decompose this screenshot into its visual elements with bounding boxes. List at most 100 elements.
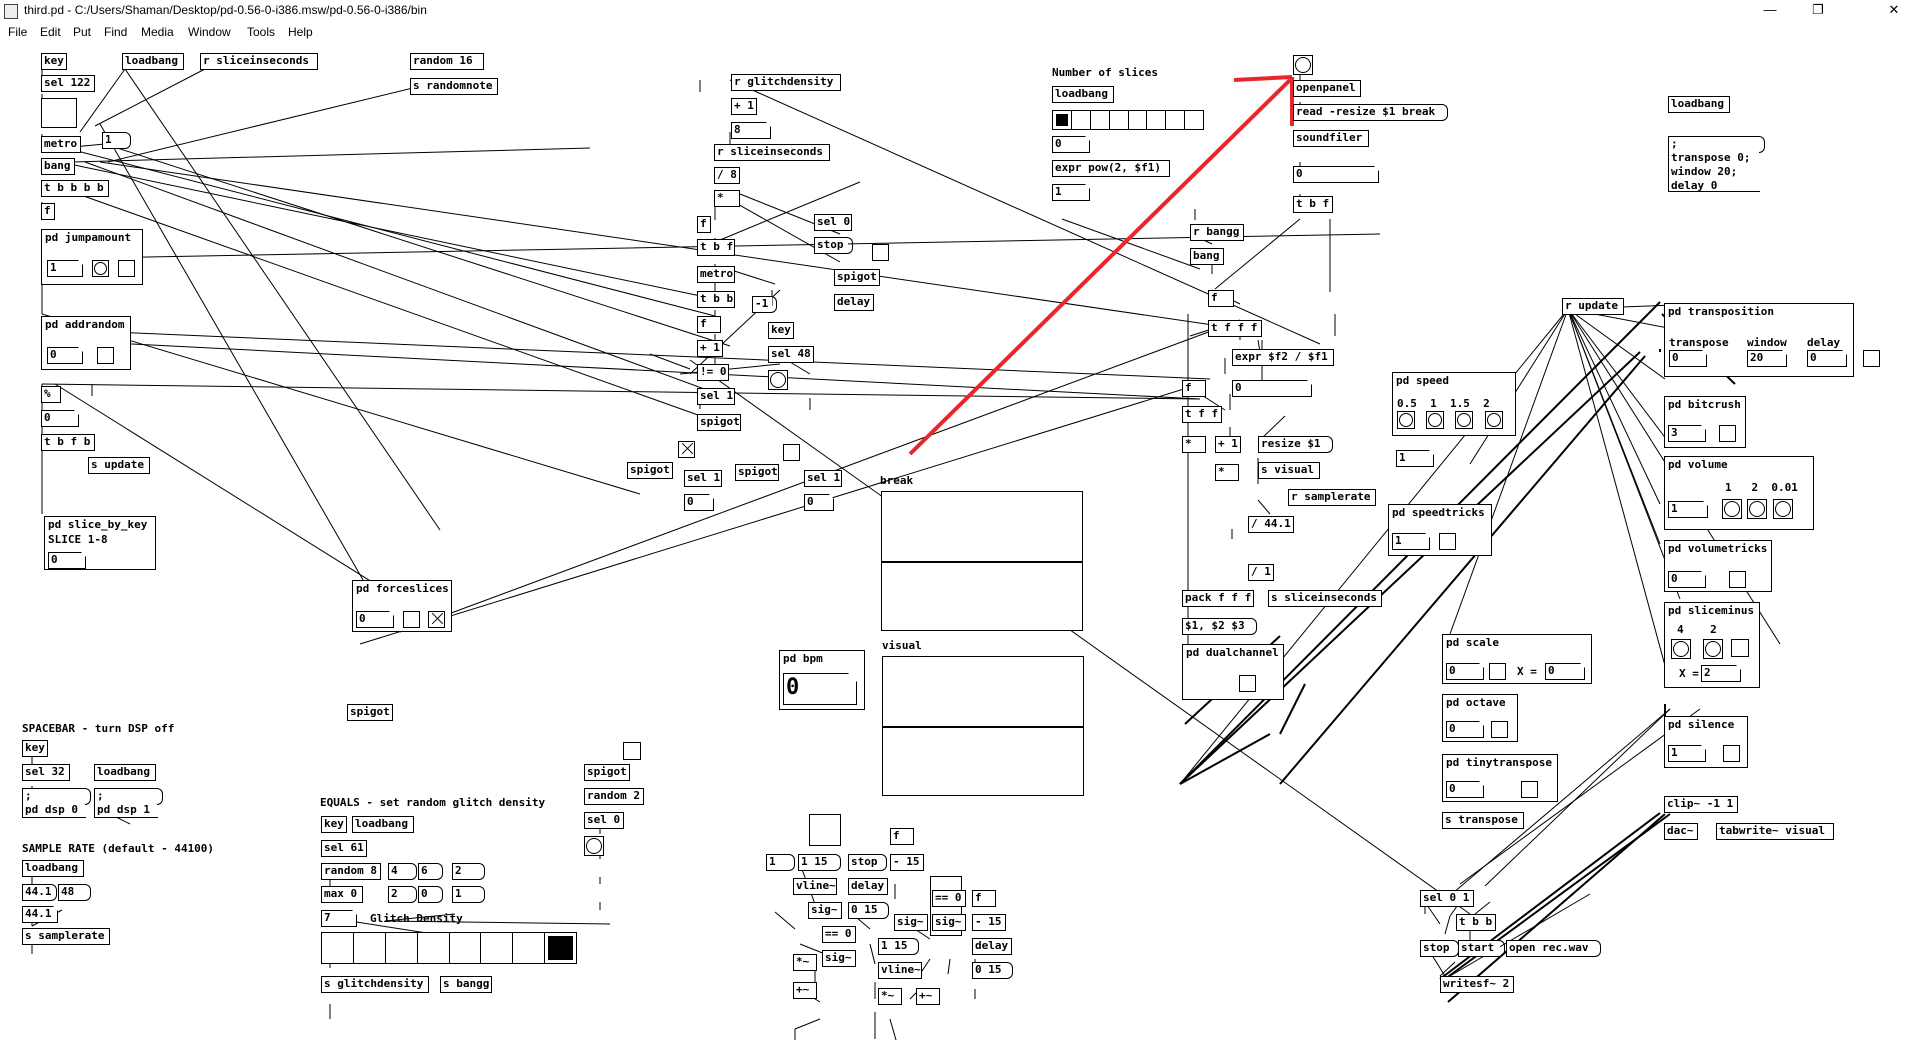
pack-message[interactable]: $1, $2 $3 — [1182, 618, 1257, 635]
msg-0-15-b[interactable]: 0 15 — [972, 962, 1013, 979]
tabwrite-visual-object[interactable]: tabwrite~ visual — [1716, 823, 1834, 840]
s-samplerate-object[interactable]: s samplerate — [22, 928, 110, 945]
eq-0-object-2[interactable]: == 0 — [932, 890, 966, 907]
t-b-f-object-2[interactable]: t b f — [1293, 196, 1333, 213]
expr-div-object[interactable]: expr $f2 / $f1 — [1232, 349, 1334, 366]
sel-1-object[interactable]: sel 1 — [697, 388, 735, 405]
loadbang-sr-object[interactable]: loadbang — [22, 860, 84, 877]
r-bangg-object[interactable]: r bangg — [1190, 224, 1244, 241]
speed-1.5-bang[interactable] — [1455, 411, 1473, 429]
msg-6[interactable]: 6 — [418, 863, 443, 880]
key-object[interactable]: key — [41, 53, 67, 70]
t-b-b-object-2[interactable]: t b b — [1456, 914, 1496, 931]
loadbang-slices-object[interactable]: loadbang — [1052, 86, 1114, 103]
clip-object[interactable]: clip~ -1 1 — [1664, 796, 1738, 813]
minus-15-object-2[interactable]: - 15 — [972, 914, 1006, 931]
plus-1-object[interactable]: + 1 — [731, 98, 757, 115]
bitcrush-toggle[interactable] — [1719, 425, 1736, 442]
pd-octave-subpatch[interactable]: pd octave 0 — [1442, 694, 1518, 742]
expr-pow-object[interactable]: expr pow(2, $f1) — [1052, 160, 1170, 177]
read-resize-message[interactable]: read -resize $1 break — [1293, 104, 1448, 121]
open-rec-message[interactable]: open rec.wav — [1506, 940, 1601, 957]
f-object-2[interactable]: f — [697, 216, 711, 233]
eq-0-object[interactable]: == 0 — [822, 926, 856, 943]
t-f-f-f-object[interactable]: t f f f — [1208, 320, 1262, 337]
s-visual-object[interactable]: s visual — [1258, 462, 1320, 479]
t-b-f-object[interactable]: t b f — [697, 239, 735, 256]
break-array[interactable] — [881, 491, 1083, 631]
pd-transposition-subpatch[interactable]: pd transposition transpose window delay … — [1664, 303, 1880, 377]
forceslices-number[interactable]: 0 — [356, 611, 394, 628]
r-sliceinseconds-object[interactable]: r sliceinseconds — [200, 53, 318, 70]
t-b-b-object[interactable]: t b b — [697, 291, 735, 308]
menu-file[interactable]: File — [8, 25, 28, 39]
sel0-toggle[interactable] — [872, 244, 889, 261]
f-object[interactable]: f — [41, 203, 55, 220]
msg-minus-1[interactable]: -1 — [752, 296, 777, 313]
menu-find[interactable]: Find — [104, 25, 128, 39]
speedtricks-toggle[interactable] — [1439, 533, 1456, 550]
sr-48-message[interactable]: 48 — [58, 884, 91, 901]
pd-sliceminus-subpatch[interactable]: pd sliceminus 4 2 X = 2 — [1664, 602, 1760, 688]
dualchannel-toggle[interactable] — [1239, 675, 1256, 692]
random2-toggle[interactable] — [623, 742, 641, 760]
f-object-6[interactable]: f — [890, 828, 914, 845]
soundfiler-number[interactable]: 0 — [1293, 166, 1379, 183]
sliceminus-number[interactable]: 2 — [1701, 665, 1741, 682]
msg-2b[interactable]: 2 — [388, 886, 417, 903]
dsp-off-message[interactable]: ; pd dsp 0 — [22, 788, 91, 818]
speed-number[interactable]: 1 — [1396, 450, 1434, 467]
menu-tools[interactable]: Tools — [247, 25, 276, 39]
tinytranspose-number[interactable]: 0 — [1446, 781, 1484, 798]
sel-48-object[interactable]: sel 48 — [768, 346, 814, 363]
msg-0-15-a[interactable]: 0 15 — [848, 902, 889, 919]
silence-toggle[interactable] — [1723, 745, 1740, 762]
patch-canvas[interactable]: key loadbang r sliceinseconds random 16 … — [0, 44, 1920, 1040]
minimize-button[interactable]: — — [1763, 2, 1777, 17]
sel-122-object[interactable]: sel 122 — [41, 75, 95, 92]
bitcrush-number[interactable]: 3 — [1668, 425, 1706, 442]
max-0-object[interactable]: max 0 — [321, 886, 363, 903]
volumetricks-number[interactable]: 0 — [1668, 571, 1706, 588]
glitch-density-radio[interactable] — [321, 932, 577, 964]
vline-object-2[interactable]: vline~ — [878, 962, 922, 979]
speed-0.5-bang[interactable] — [1397, 411, 1415, 429]
sel48-bang[interactable] — [768, 370, 788, 390]
sel-32-object[interactable]: sel 32 — [22, 764, 70, 781]
transposition-toggle[interactable] — [1863, 350, 1880, 367]
volume-number[interactable]: 1 — [1668, 501, 1708, 518]
s-transpose-object[interactable]: s transpose — [1442, 812, 1524, 829]
loadbang-object-r[interactable]: loadbang — [1668, 96, 1730, 113]
metro-object-2[interactable]: metro — [697, 266, 735, 283]
sel-1-object-2[interactable]: sel 1 — [684, 470, 722, 487]
spigot-object-5[interactable]: spigot — [834, 269, 880, 286]
slices-number[interactable]: 0 — [1052, 136, 1090, 153]
speedtricks-number[interactable]: 1 — [1392, 533, 1430, 550]
sig-object-2[interactable]: sig~ — [822, 950, 856, 967]
delay-object[interactable]: delay — [834, 294, 874, 311]
number-8[interactable]: 8 — [731, 122, 771, 139]
spigot-object-6[interactable]: spigot — [584, 764, 630, 781]
key-object-3[interactable]: key — [22, 740, 48, 757]
forceslices-toggle-2[interactable] — [428, 611, 445, 628]
div-44.1-object[interactable]: / 44.1 — [1248, 516, 1294, 533]
sig-object-3[interactable]: sig~ — [894, 914, 928, 931]
delay-number[interactable]: 0 — [1807, 350, 1847, 367]
expr-pow-number[interactable]: 1 — [1052, 184, 1090, 201]
spigot-toggle[interactable] — [783, 444, 800, 461]
delay-object-3[interactable]: delay — [972, 938, 1012, 955]
visual-array[interactable] — [882, 656, 1084, 796]
close-button[interactable]: ✕ — [1888, 2, 1900, 17]
samplerate-number[interactable]: 44.1 — [22, 906, 58, 923]
div-8-object[interactable]: / 8 — [714, 167, 740, 184]
jumpamount-toggle[interactable] — [118, 260, 135, 277]
loadbang-dsp-object[interactable]: loadbang — [94, 764, 156, 781]
scale-x-number[interactable]: 0 — [1545, 663, 1585, 680]
mul-sig-object[interactable]: *~ — [793, 954, 817, 971]
pd-dualchannel-subpatch[interactable]: pd dualchannel — [1182, 644, 1284, 700]
octave-number[interactable]: 0 — [1446, 721, 1484, 738]
menu-window[interactable]: Window — [188, 25, 231, 39]
pd-speed-subpatch[interactable]: pd speed 0.5 1 1.5 2 — [1392, 372, 1516, 436]
menu-put[interactable]: Put — [73, 25, 92, 39]
speed-2-bang[interactable] — [1485, 411, 1503, 429]
